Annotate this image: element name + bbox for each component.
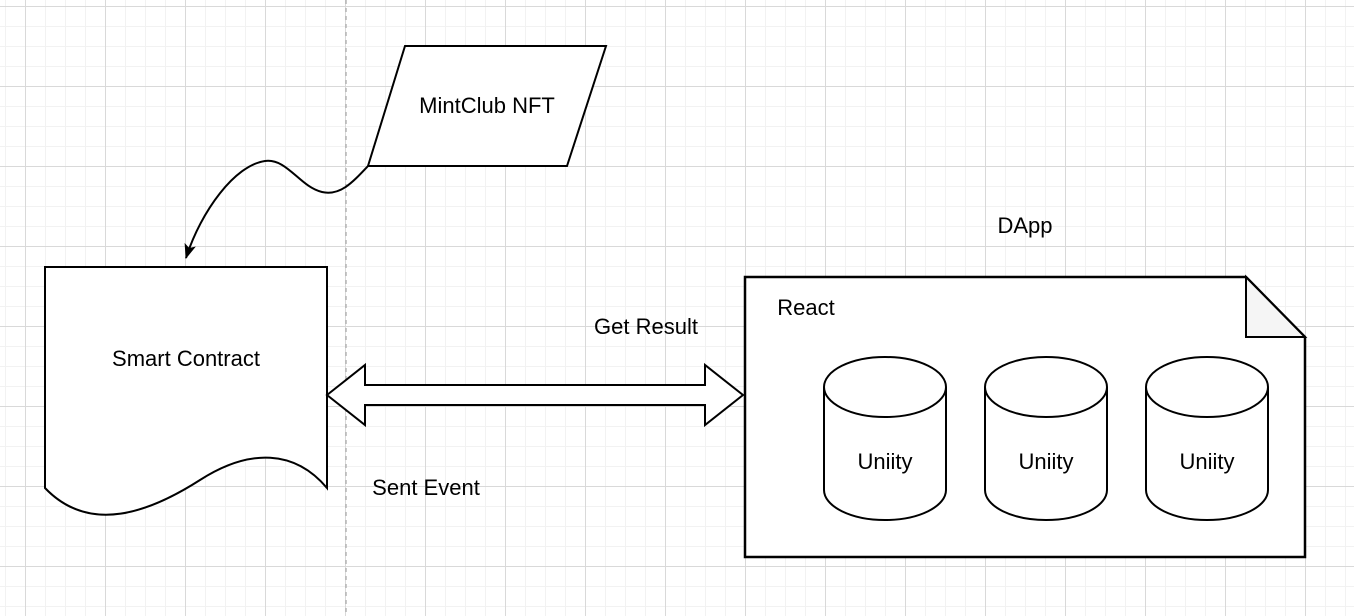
node-smart-contract-shape[interactable] — [44, 266, 328, 516]
connector-mint-to-contract[interactable] — [184, 159, 369, 260]
label-dapp[interactable]: DApp — [997, 212, 1053, 238]
label-unity-1[interactable]: Uniity — [857, 448, 913, 474]
label-mintclub-nft[interactable]: MintClub NFT — [419, 92, 555, 118]
label-unity-2[interactable]: Uniity — [1018, 448, 1074, 474]
label-unity-3[interactable]: Uniity — [1179, 448, 1235, 474]
label-smart-contract[interactable]: Smart Contract — [112, 345, 260, 371]
label-sent-event[interactable]: Sent Event — [372, 474, 480, 500]
node-mintclub-nft-shape[interactable] — [366, 45, 608, 167]
label-react[interactable]: React — [777, 294, 835, 320]
node-unity-3-shape[interactable] — [1145, 356, 1269, 521]
connector-double-arrow[interactable] — [325, 362, 745, 428]
node-unity-1-shape[interactable] — [823, 356, 947, 521]
folded-corner — [1245, 274, 1308, 338]
label-get-result[interactable]: Get Result — [594, 313, 698, 339]
node-unity-2-shape[interactable] — [984, 356, 1108, 521]
